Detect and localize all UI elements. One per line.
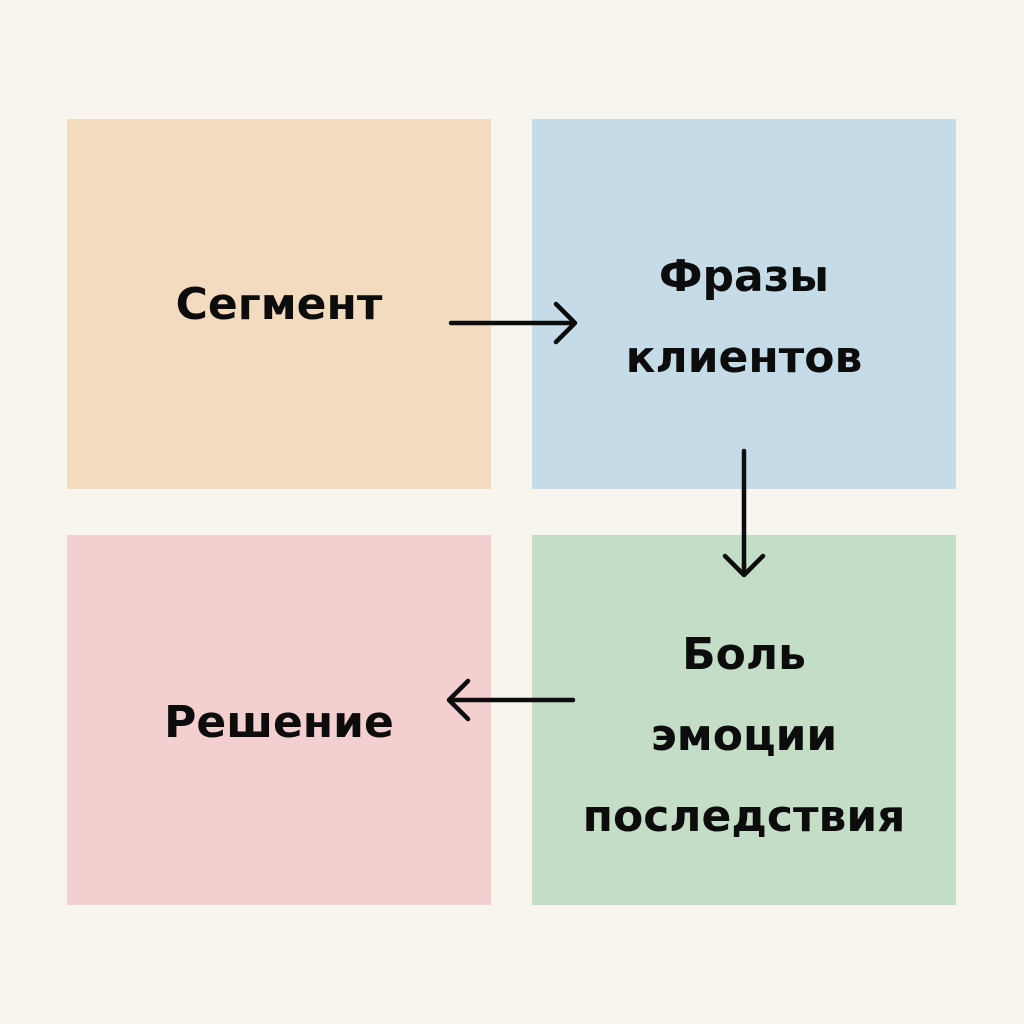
customer-phrases-box: Фразы клиентов bbox=[532, 119, 956, 489]
segment-label: Сегмент bbox=[175, 278, 383, 330]
solution-box: Решение bbox=[67, 535, 491, 905]
segment-box: Сегмент bbox=[67, 119, 491, 489]
pain-emotions-consequences-label: Боль эмоции последствия bbox=[582, 628, 906, 842]
solution-label: Решение bbox=[164, 696, 394, 748]
customer-phrases-label: Фразы клиентов bbox=[625, 251, 863, 383]
pain-emotions-consequences-box: Боль эмоции последствия bbox=[532, 535, 956, 905]
